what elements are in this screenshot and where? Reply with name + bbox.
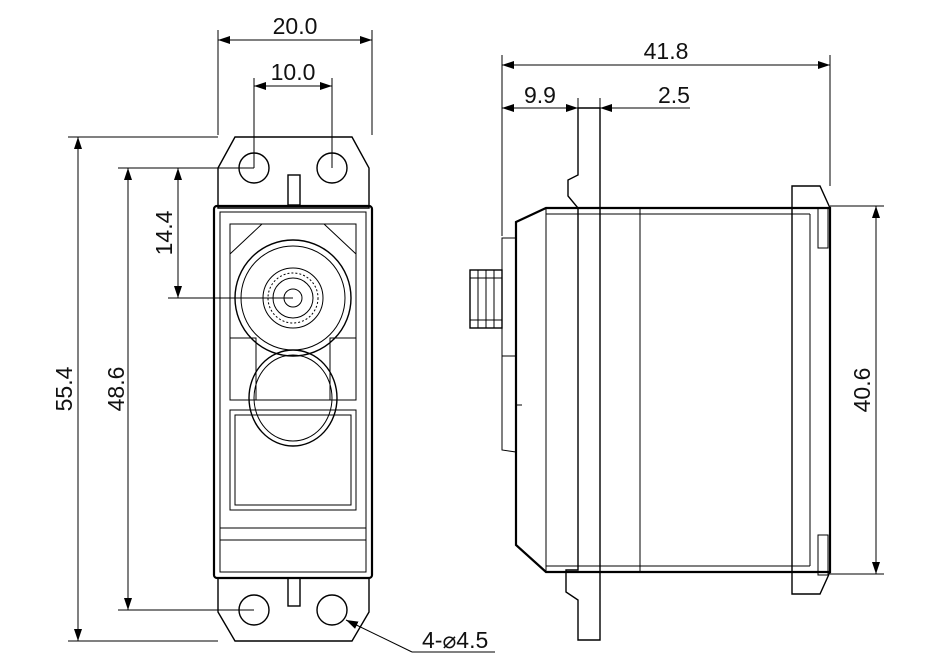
dim-shaft-offset: 14.4	[151, 210, 177, 255]
side-mounting-flange	[565, 107, 601, 641]
front-body-inner	[219, 211, 367, 573]
side-view	[469, 107, 832, 641]
dim-overall-width: 20.0	[273, 13, 318, 39]
dim-hole-pitch-height: 48.6	[103, 367, 129, 412]
top-tab-slot	[287, 174, 301, 206]
dim-overall-length: 41.8	[644, 38, 689, 64]
bottom-tab-slot	[287, 577, 301, 607]
lower-boss-outer	[248, 349, 338, 447]
output-spline	[267, 272, 319, 324]
dim-flange-thickness: 2.5	[658, 82, 690, 108]
dim-body-height: 40.6	[849, 368, 875, 413]
dim-mounting-holes: 4-⌀4.5	[422, 627, 488, 653]
front-view	[212, 136, 374, 642]
side-end-cap	[791, 185, 831, 595]
mounting-hole-bottom-right	[316, 594, 348, 626]
dim-overall-height: 55.4	[51, 366, 77, 411]
dim-flange-offset: 9.9	[524, 82, 556, 108]
dim-hole-spacing: 10.0	[271, 59, 316, 85]
side-front-bezel	[501, 237, 517, 357]
front-dimensions: 20.0 10.0 55.4 48.6 14.4 4-⌀4.5	[51, 13, 495, 653]
side-dimensions: 41.8 9.9 2.5 40.6	[501, 38, 884, 575]
side-body-outline	[514, 206, 832, 574]
front-mounting-tab-outline	[217, 136, 370, 209]
front-body-outer	[212, 204, 374, 580]
